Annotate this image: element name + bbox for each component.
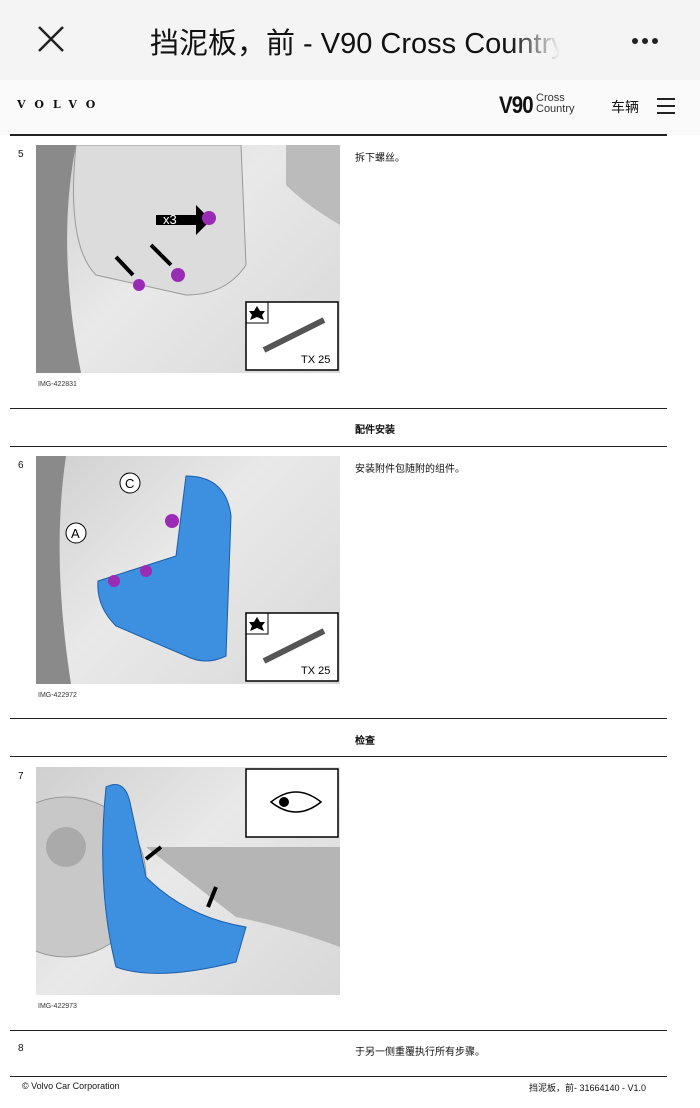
step-number: 7 bbox=[18, 771, 24, 782]
step-5-illustration: x3 TX 25 bbox=[36, 145, 340, 373]
volvo-logo[interactable]: VOLVO bbox=[17, 98, 105, 111]
step-7-illustration bbox=[36, 767, 340, 995]
image-caption: IMG-422831 bbox=[38, 381, 77, 388]
divider bbox=[10, 718, 667, 719]
svg-text:TX 25: TX 25 bbox=[301, 354, 330, 366]
step-6-illustration: C A TX 25 bbox=[36, 456, 340, 684]
divider bbox=[10, 446, 667, 447]
step-instruction: 于另一侧重覆执行所有步骤。 bbox=[355, 1047, 485, 1058]
copyright: © Volvo Car Corporation bbox=[22, 1081, 120, 1091]
section-heading: 检查 bbox=[355, 736, 375, 747]
document-reference: 挡泥板，前- 31664140 - V1.0 bbox=[529, 1083, 647, 1093]
step-number: 6 bbox=[18, 460, 24, 471]
divider bbox=[10, 134, 667, 136]
step-instruction: 安装附件包随附的组件。 bbox=[355, 464, 465, 475]
hamburger-menu-icon[interactable] bbox=[657, 98, 675, 119]
app-top-bar: 挡泥板，前 - V90 Cross Country bbox=[0, 0, 700, 80]
image-caption: IMG-422972 bbox=[38, 692, 77, 699]
page-title: 挡泥板，前 - V90 Cross Country bbox=[150, 28, 560, 60]
model-logo: V90 bbox=[499, 92, 534, 119]
svg-text:TX 25: TX 25 bbox=[301, 665, 330, 677]
divider bbox=[10, 1076, 667, 1077]
svg-text:C: C bbox=[125, 476, 134, 491]
svg-text:A: A bbox=[71, 526, 80, 541]
image-caption: IMG-422973 bbox=[38, 1003, 77, 1010]
divider bbox=[10, 756, 667, 757]
close-icon[interactable] bbox=[36, 24, 66, 54]
section-heading: 配件安装 bbox=[355, 425, 395, 436]
svg-text:x3: x3 bbox=[163, 212, 177, 227]
divider bbox=[10, 1030, 667, 1031]
vehicle-menu-link[interactable]: 车辆 bbox=[611, 99, 639, 115]
step-number: 5 bbox=[18, 149, 24, 160]
divider bbox=[10, 408, 667, 409]
more-options-icon[interactable] bbox=[632, 36, 662, 47]
step-instruction: 拆下螺丝。 bbox=[355, 153, 405, 164]
step-number: 8 bbox=[18, 1043, 24, 1054]
